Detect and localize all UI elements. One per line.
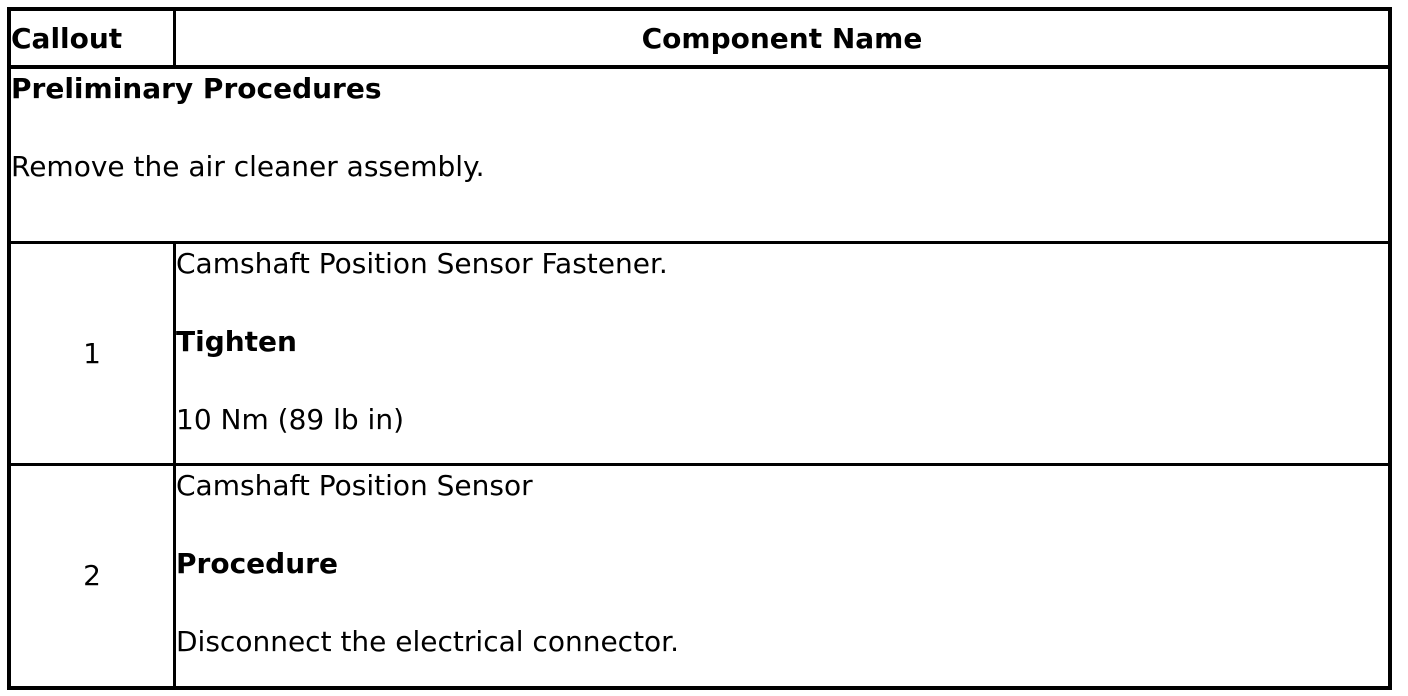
component-name-column-header: Component Name bbox=[173, 7, 1392, 69]
callout-column-header: Callout bbox=[7, 7, 176, 69]
callout-number: 2 bbox=[7, 462, 176, 690]
procedure-step: Disconnect the electrical connector. bbox=[176, 624, 680, 658]
component-name-text: Camshaft Position Sensor Fastener. bbox=[176, 246, 668, 280]
callout-number: 1 bbox=[7, 240, 176, 466]
component-name-text: Camshaft Position Sensor bbox=[176, 468, 533, 502]
table-header-row: Callout Component Name bbox=[7, 7, 1392, 69]
table-row: 1 Camshaft Position Sensor Fastener. Tig… bbox=[7, 240, 1392, 466]
torque-spec: 10 Nm (89 lb in) bbox=[176, 402, 405, 436]
component-callout-table: Callout Component Name Preliminary Proce… bbox=[7, 7, 1392, 690]
action-label: Tighten bbox=[176, 324, 297, 358]
preliminary-procedures-title: Preliminary Procedures bbox=[11, 72, 382, 105]
table-row: 2 Camshaft Position Sensor Procedure Dis… bbox=[7, 462, 1392, 690]
preliminary-procedures-cell: Preliminary Procedures Remove the air cl… bbox=[7, 65, 1392, 244]
action-label: Procedure bbox=[176, 546, 338, 580]
component-cell: Camshaft Position Sensor Fastener. Tight… bbox=[173, 240, 1392, 466]
preliminary-procedures-row: Preliminary Procedures Remove the air cl… bbox=[7, 65, 1392, 244]
preliminary-procedures-step: Remove the air cleaner assembly. bbox=[11, 150, 485, 183]
component-cell: Camshaft Position Sensor Procedure Disco… bbox=[173, 462, 1392, 690]
